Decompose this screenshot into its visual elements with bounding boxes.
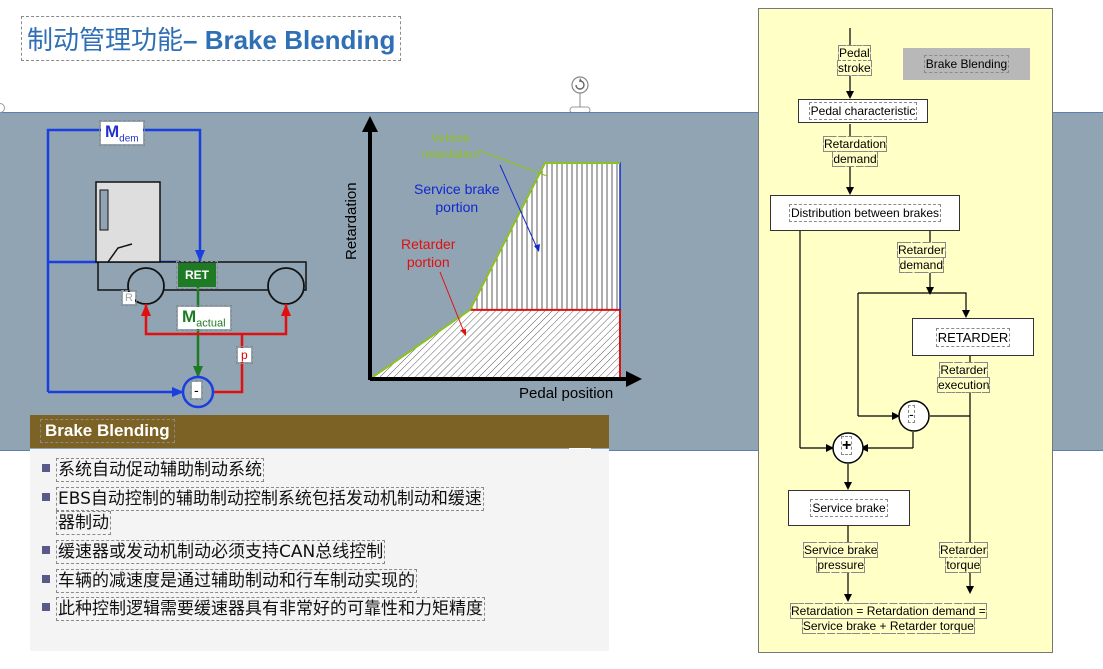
r-label: R [121,290,137,306]
junction-minus-sign: - [190,380,203,400]
brake-blending-tag: Brake Blending [903,48,1030,80]
section-title: Brake Blending [40,419,175,443]
chart-x-label: Pedal position [519,385,614,402]
retarder-block: RET [176,261,218,289]
bullet-item: 系统自动促动辅助制动系统 [42,458,264,482]
service-brake-area [470,163,620,310]
bullet-square-icon [42,575,50,583]
equation-label: Retardation = Retardation demand =Servic… [790,603,987,634]
plus-junction-sign: + [840,436,853,455]
bullet-item: 缓速器或发动机制动必须支持CAN总线控制 [42,540,386,564]
bullet-square-icon [42,464,50,472]
retarder-box: RETARDER [912,318,1034,356]
bullet-item: EBS自动控制的辅助制动控制系统包括发动机制动和缓速 [42,487,484,511]
section-header-bar [30,415,609,448]
bullet-item: 此种控制逻辑需要缓速器具有非常好的可靠性和力矩精度 [42,597,485,621]
distribution-box: Distribution between brakes [770,195,960,231]
bullet-square-icon [42,546,50,554]
bullet-panel [30,449,609,651]
vehicle-retardation-line [369,162,620,380]
bullet-item-continuation: 器制动 [56,511,111,535]
page-title: 制动管理功能– Brake Blending [20,16,402,61]
title-zh: 制动管理功能 [27,26,184,56]
m-actual-label: Mactual [176,304,232,332]
rotate-handle-icon[interactable] [568,74,592,114]
retarder-area [370,309,620,379]
bullet-square-icon [42,493,50,501]
bullet-square-icon [42,603,50,611]
pressure-label: p [236,346,253,364]
minus-junction-sign: - [908,405,915,423]
service-brake-box: Service brake [788,490,910,526]
title-en: – Brake Blending [183,25,396,55]
pedal-characteristic-box: Pedal characteristic [798,99,928,123]
bullet-item: 车辆的减速度是通过辅助制动和行车制动实现的 [42,569,417,593]
m-dem-label: Mdem [99,119,145,147]
